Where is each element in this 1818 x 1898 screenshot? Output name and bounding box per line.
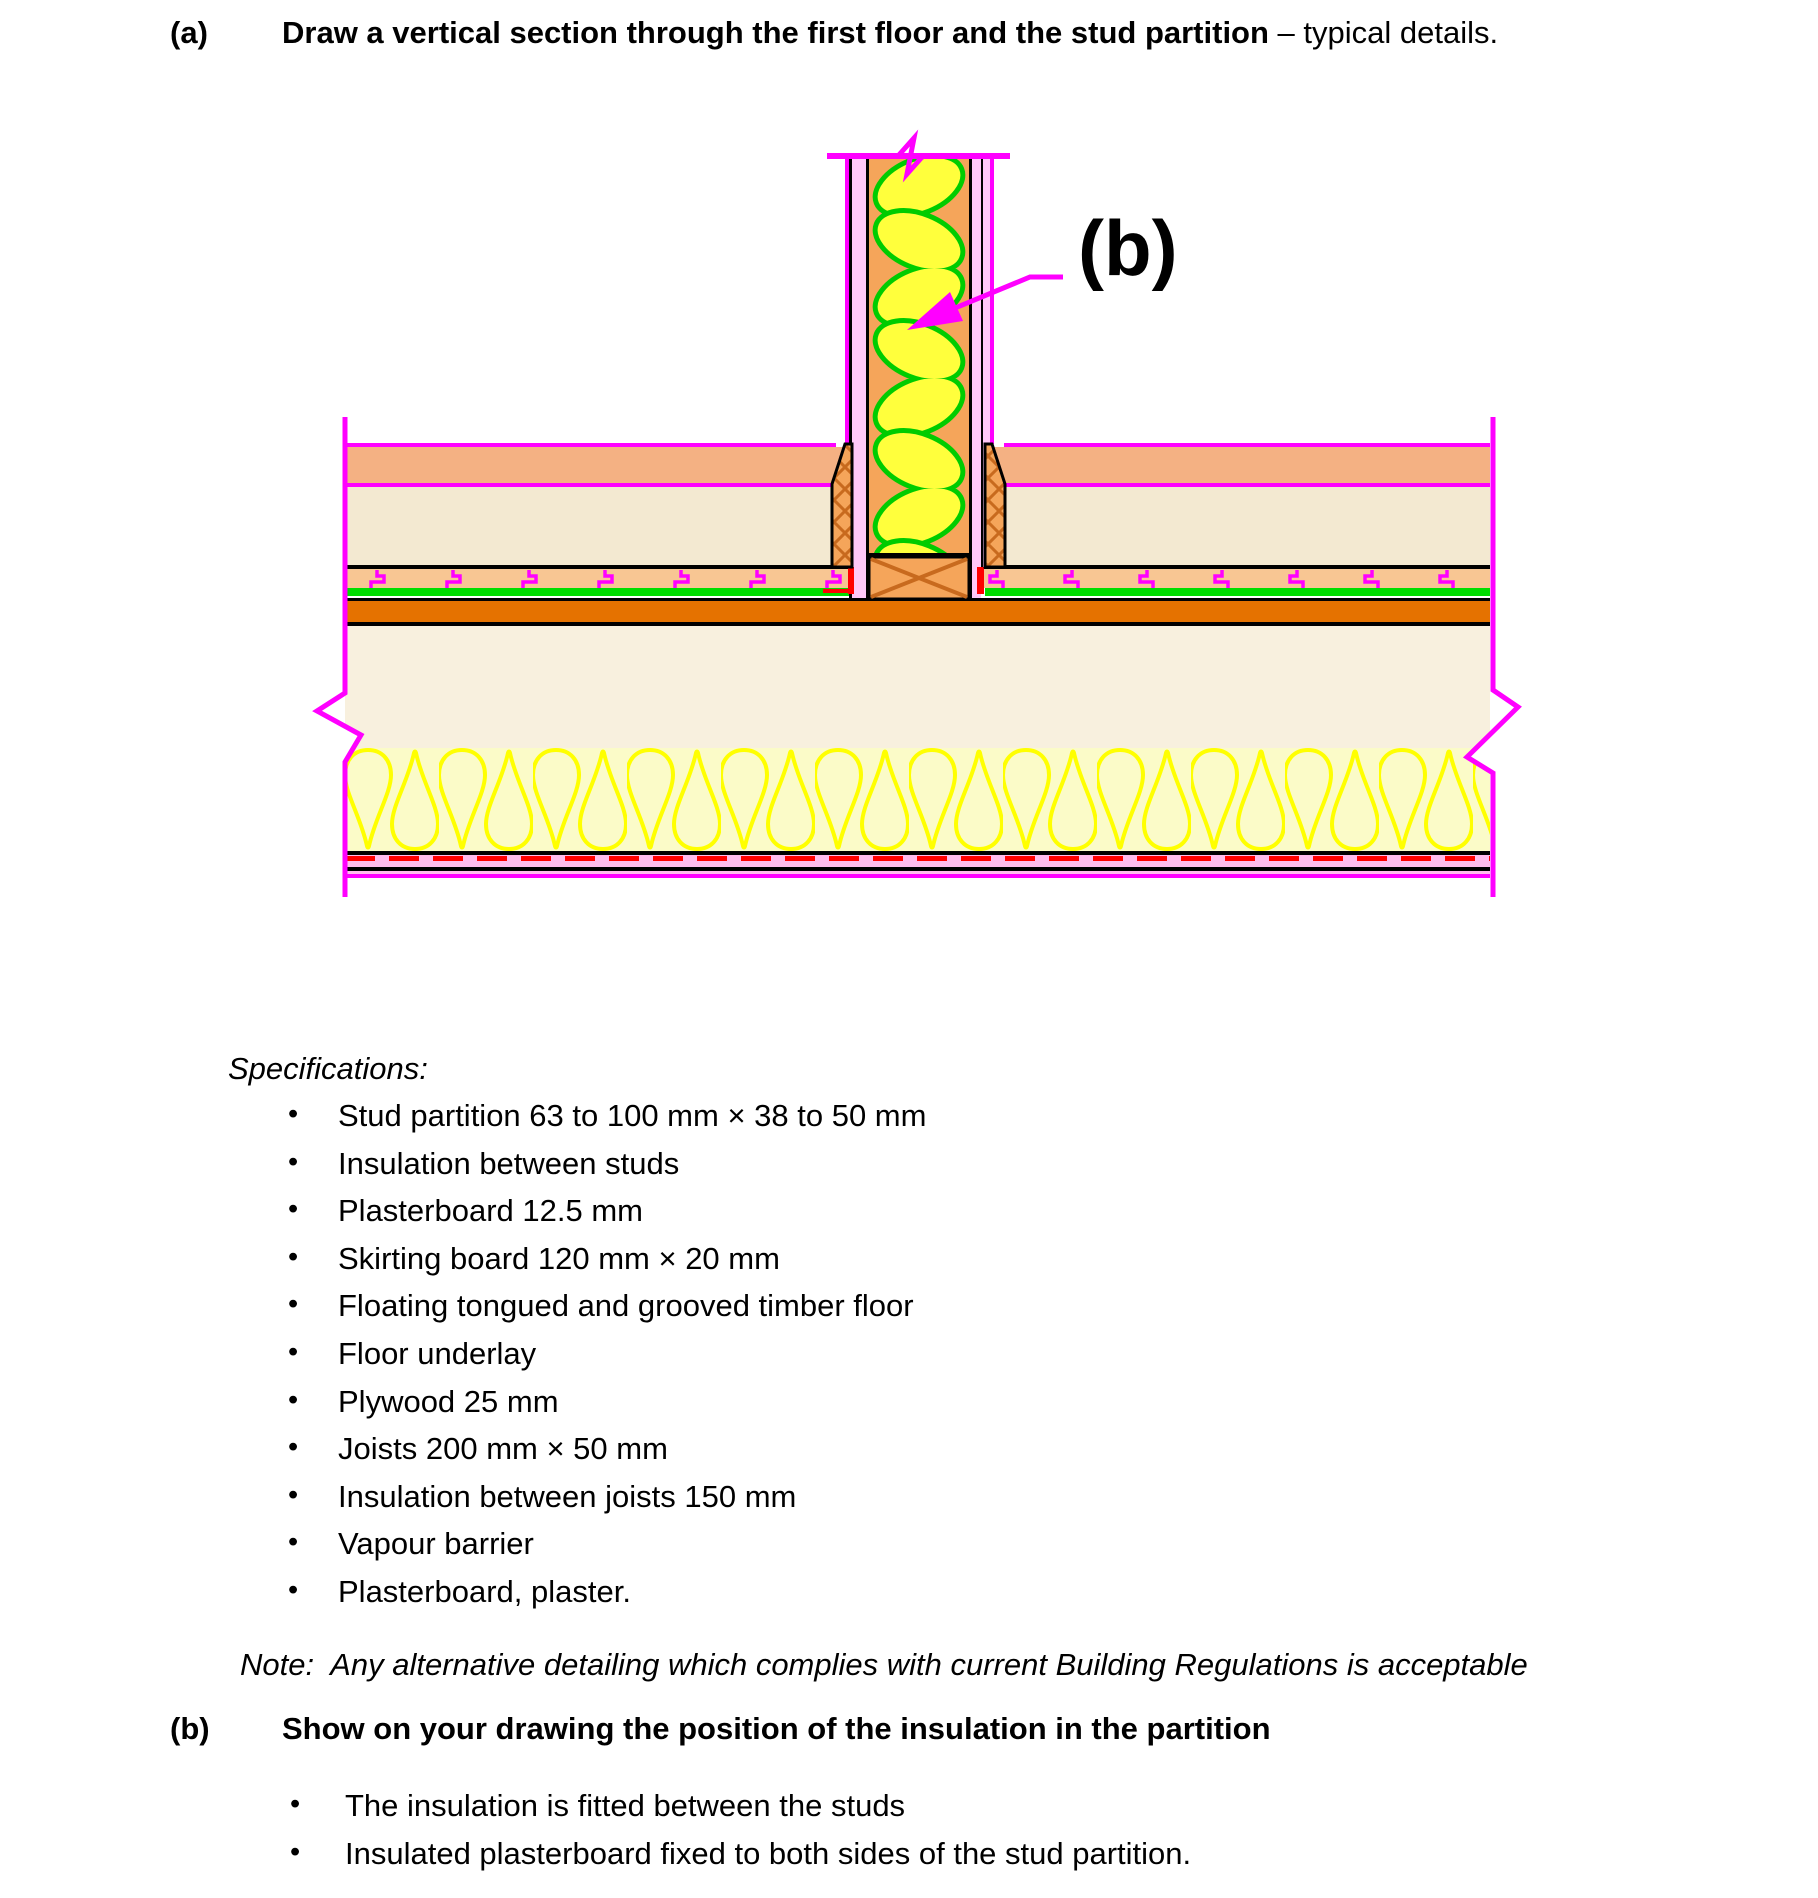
break-line-left	[312, 417, 365, 897]
spec-item: • Floating tongued and grooved timber flo…	[288, 1288, 926, 1336]
bullet-icon: •	[288, 1335, 299, 1368]
question-a-index: (a)	[170, 15, 208, 50]
spec-item-text: Joists 200 mm × 50 mm	[338, 1431, 668, 1467]
spec-item-text: Plywood 25 mm	[338, 1383, 559, 1419]
spec-item-text: Plasterboard 12.5 mm	[338, 1193, 643, 1229]
spec-item: • Insulation between studs	[288, 1146, 926, 1194]
bullet-icon: •	[288, 1383, 299, 1416]
section-drawing: (b)	[312, 129, 1522, 897]
spec-item-text: Stud partition 63 to 100 mm × 38 to 50 m…	[338, 1098, 927, 1133]
spec-item-text: Vapour barrier	[338, 1526, 534, 1562]
floor-insulation	[345, 748, 1490, 851]
bullet-icon: •	[288, 1526, 299, 1559]
tongue-groove-joints	[369, 570, 1455, 588]
question-a-title: Draw a vertical section through the firs…	[282, 16, 1498, 50]
label-b-text: (b)	[1078, 204, 1178, 292]
question-b-title: Show on your drawing the position of the…	[282, 1711, 1271, 1746]
bullet-icon: •	[290, 1788, 301, 1820]
floor-underlay-left	[345, 588, 853, 596]
specifications-list: • Stud partition 63 to 100 mm × 38 to 50 …	[288, 1098, 926, 1622]
partition-plasterboard-left	[852, 159, 866, 598]
note-text: Any alternative detailing which complies…	[314, 1647, 1528, 1682]
floor-underlay-right	[985, 588, 1490, 596]
floorboards-right	[984, 569, 1490, 588]
spec-item-text: Floating tongued and grooved timber floo…	[338, 1288, 914, 1324]
part-b-item: • The insulation is fitted between the st…	[290, 1788, 1191, 1836]
spec-item: • Insulation between joists 150 mm	[288, 1479, 926, 1527]
break-line-right	[1462, 417, 1522, 897]
spec-item-text: Plasterboard, plaster.	[338, 1573, 631, 1609]
partition-plaster-left	[845, 156, 849, 444]
partition-plasterboard-right	[972, 159, 981, 598]
partition-top-cap	[827, 153, 1010, 159]
expansion-gap-left	[848, 567, 854, 594]
part-b-list: • The insulation is fitted between the st…	[290, 1788, 1191, 1884]
label-b-leader-line	[942, 274, 1063, 316]
bullet-icon: •	[288, 1288, 299, 1321]
skirting-board-left	[830, 442, 854, 569]
part-b-item: • Insulated plasterboard fixed to both si…	[290, 1836, 1191, 1884]
bullet-icon: •	[288, 1431, 299, 1464]
question-a-title-bold: Draw a vertical section through the firs…	[282, 15, 1269, 50]
expansion-gap-right	[977, 567, 984, 594]
bullet-icon: •	[288, 1478, 299, 1511]
partition-break-symbol	[896, 129, 925, 183]
spec-item: • Stud partition 63 to 100 mm × 38 to 50 …	[288, 1098, 926, 1146]
spec-item: • Joists 200 mm × 50 mm	[288, 1431, 926, 1479]
spec-item-text: Insulation between joists 150 mm	[338, 1478, 797, 1514]
bullet-icon: •	[290, 1836, 301, 1868]
question-a-title-tail: – typical details.	[1268, 15, 1499, 50]
part-b-item-text: The insulation is fitted between the stu…	[345, 1788, 906, 1823]
spec-item: • Skirting board 120 mm × 20 mm	[288, 1241, 926, 1289]
partition-insulation	[869, 159, 969, 553]
spec-item: • Floor underlay	[288, 1336, 926, 1384]
specifications-heading: Specifications:	[228, 1051, 428, 1086]
spec-item: • Vapour barrier	[288, 1526, 926, 1574]
bullet-icon: •	[288, 1193, 299, 1226]
bullet-icon: •	[288, 1098, 299, 1130]
spec-item: • Plasterboard, plaster.	[288, 1574, 926, 1622]
spec-item: • Plywood 25 mm	[288, 1384, 926, 1432]
spec-item-text: Floor underlay	[338, 1335, 537, 1371]
bullet-icon: •	[288, 1573, 299, 1606]
partition-plaster-right	[990, 156, 994, 444]
spec-item: • Plasterboard 12.5 mm	[288, 1193, 926, 1241]
joist-zone	[345, 626, 1490, 748]
note-prefix: Note:	[240, 1647, 315, 1682]
note-line: Note: Any alternative detailing which co…	[240, 1648, 1528, 1682]
label-b-arrowhead	[907, 292, 963, 330]
part-b-item-text: Insulated plasterboard fixed to both sid…	[345, 1836, 1192, 1871]
label-b-annotation: (b)	[907, 204, 1178, 330]
plywood-layer	[345, 601, 1490, 622]
spec-item-text: Skirting board 120 mm × 20 mm	[338, 1240, 780, 1276]
bullet-icon: •	[288, 1145, 299, 1178]
question-b-index: (b)	[170, 1711, 210, 1746]
ceiling-plaster-line	[345, 874, 1490, 878]
section-break-boundaries	[312, 417, 1522, 897]
bullet-icon: •	[288, 1240, 299, 1273]
spec-item-text: Insulation between studs	[338, 1145, 680, 1181]
skirting-board-right	[983, 442, 1007, 569]
stud-partition	[823, 129, 1010, 601]
floorboards-left	[345, 569, 848, 588]
